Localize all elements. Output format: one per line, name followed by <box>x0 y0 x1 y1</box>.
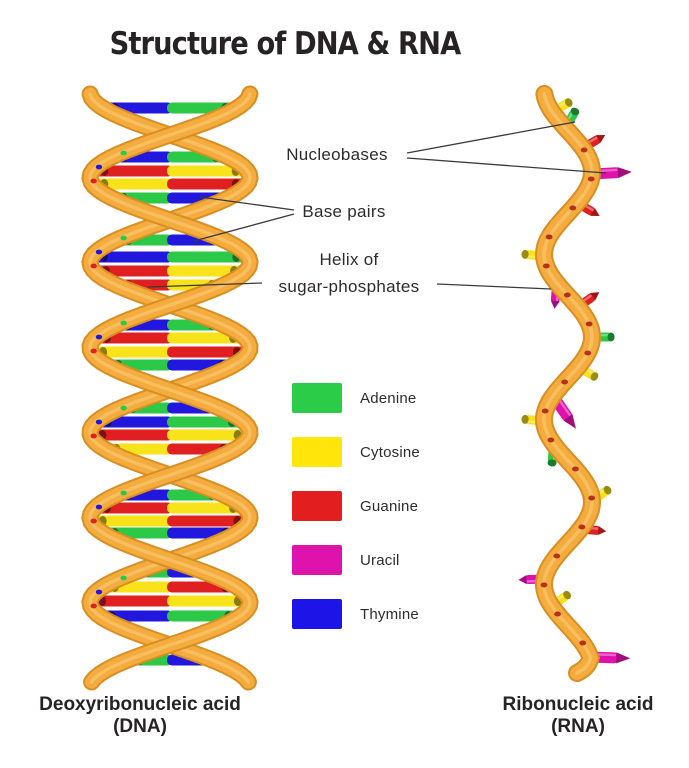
nucleobases-pointer-line-1 <box>406 121 576 154</box>
dna-rung-blue-green <box>92 251 248 263</box>
dna-rung-red-yellow <box>94 265 246 277</box>
legend-label-guanine: Guanine <box>360 497 419 515</box>
base-pairs-label: Base pairs <box>302 202 386 221</box>
nucleobases-label: Nucleobases <box>286 145 388 164</box>
legend-swatch-guanine <box>292 491 342 521</box>
legend-swatch-uracil <box>292 545 342 575</box>
dna-rung-yellow-red <box>93 178 247 190</box>
dna-rung-red-yellow <box>95 332 245 344</box>
dna-footer-label: Deoxyribonucleic acid (DNA) <box>30 694 250 738</box>
helix-pointer-line-rna <box>436 283 552 290</box>
dna-strand-dots <box>90 150 127 609</box>
sugar-phosphate-helix-label-line1: Helix of <box>319 250 379 269</box>
legend-label-uracil: Uracil <box>360 551 400 569</box>
dna-full-name: Deoxyribonucleic acid <box>39 694 241 715</box>
legend-swatch-thymine <box>292 599 342 629</box>
page-title: Structure of DNA & RNA <box>109 26 462 62</box>
helix-pointer-line-dna <box>147 282 263 288</box>
dna-strand-b <box>81 85 259 691</box>
dna-rung-red-yellow <box>91 429 249 441</box>
legend-item-cytosine: Cytosine <box>292 437 420 467</box>
dna-rung-red-yellow <box>93 165 247 177</box>
legend-item-adenine: Adenine <box>292 383 420 413</box>
legend-swatch-cytosine <box>292 437 342 467</box>
sugar-phosphate-helix-label: Helix of sugar-phosphates <box>259 246 439 300</box>
legend-label-thymine: Thymine <box>360 605 419 623</box>
legend-label-adenine: Adenine <box>360 389 417 407</box>
rna-abbreviation: (RNA) <box>551 716 605 737</box>
rna-footer-label: Ribonucleic acid (RNA) <box>468 694 688 738</box>
legend-swatch-adenine <box>292 383 342 413</box>
base-pairs-pointer-line-1 <box>199 196 295 211</box>
base-pairs-pointer-line-2 <box>193 213 295 242</box>
annotation-lines <box>147 121 607 290</box>
dna-rung-yellow-red <box>91 515 249 527</box>
legend-item-guanine: Guanine <box>292 491 420 521</box>
legend-item-thymine: Thymine <box>292 599 420 629</box>
dna-rung-red-yellow <box>91 595 249 607</box>
dna-helix <box>81 85 259 691</box>
dna-rung-yellow-red <box>92 346 248 358</box>
dna-rung-red-yellow <box>95 502 245 514</box>
nucleobases-pointer-line-2 <box>406 157 607 174</box>
dna-abbreviation: (DNA) <box>113 716 167 737</box>
rna-full-name: Ribonucleic acid <box>502 694 654 715</box>
dna-rung-blue-green <box>96 416 244 428</box>
rna-ribbon-dots <box>540 147 596 646</box>
legend-item-uracil: Uracil <box>292 545 420 575</box>
rna-strand <box>518 85 632 682</box>
sugar-phosphate-helix-label-line2: sugar-phosphates <box>278 277 420 296</box>
rna-ribbon <box>534 85 602 682</box>
legend-label-cytosine: Cytosine <box>360 443 420 461</box>
